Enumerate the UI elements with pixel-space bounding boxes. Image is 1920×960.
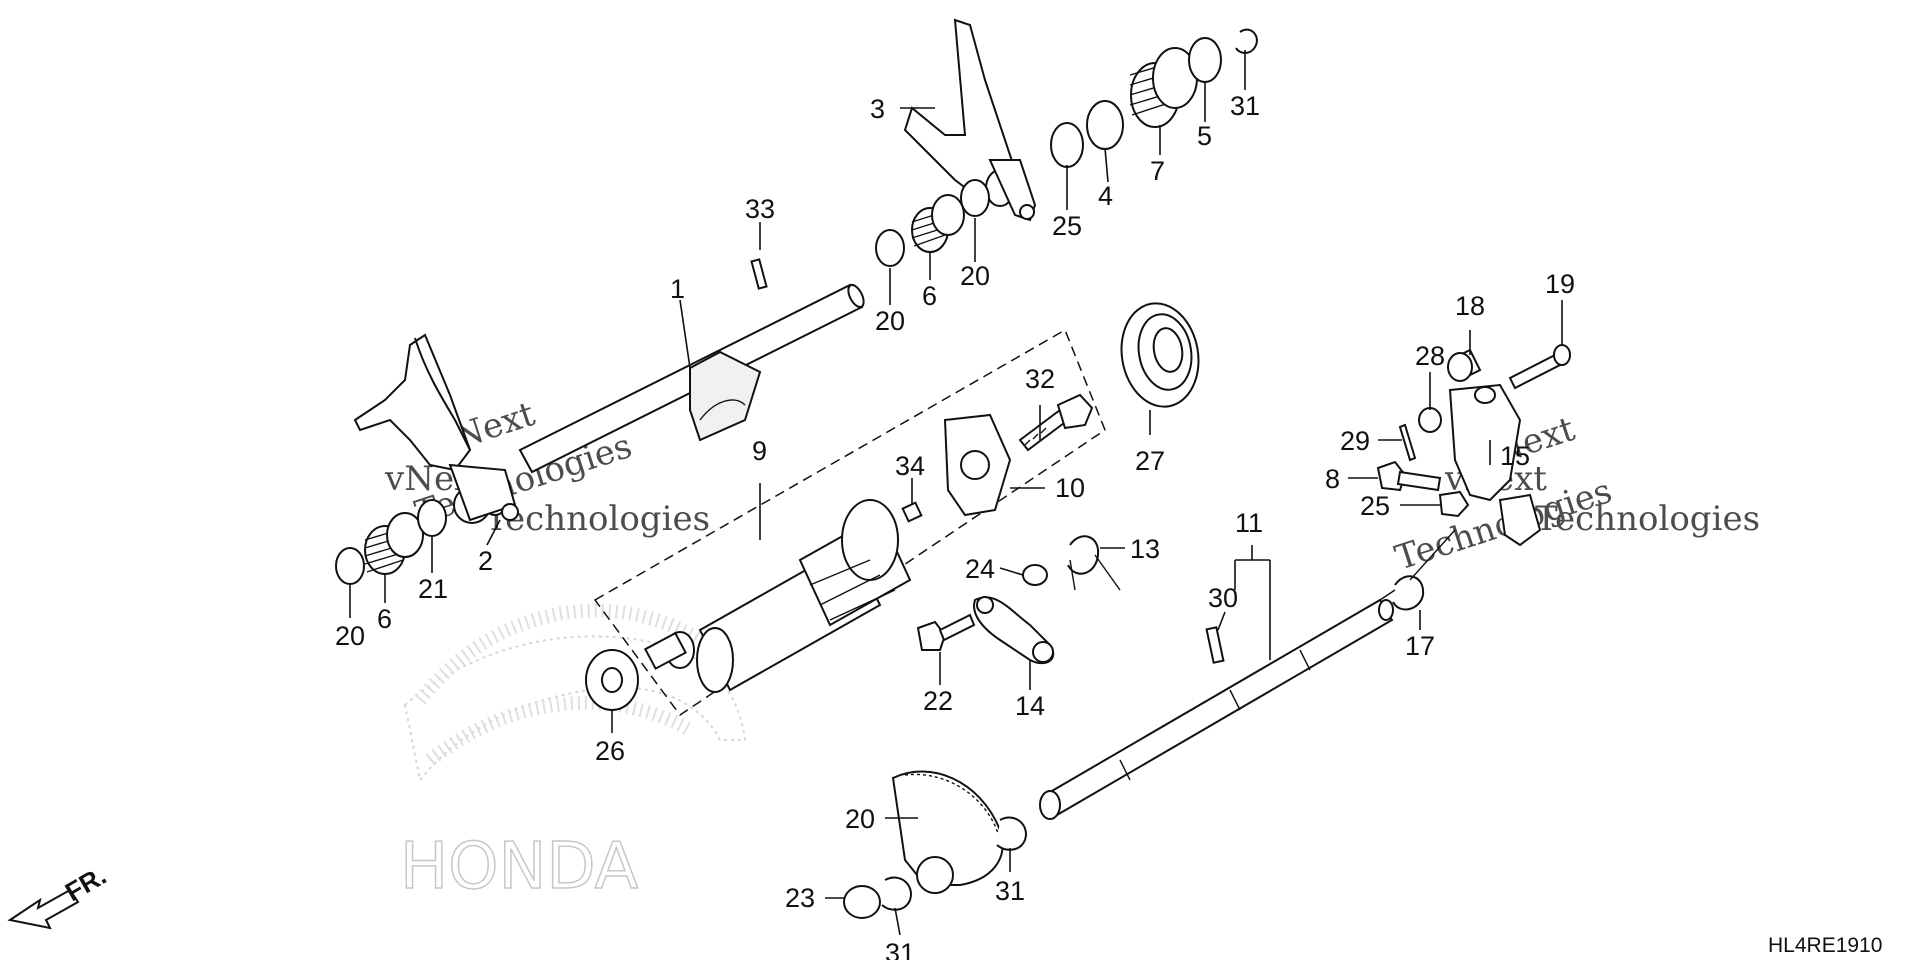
diagram-code: HL4RE1910 [1768,934,1882,957]
cotter-pin-29 [1398,423,1417,462]
callout-10: 10 [1055,473,1085,503]
collar-17 [1447,348,1482,382]
callout-2: 2 [478,546,493,576]
shift-drum [643,499,912,693]
dowel-pin-34 [901,501,923,523]
stopper-arm [973,596,1055,665]
bolt-22 [916,613,976,651]
callout-33: 33 [745,194,775,224]
callout-26: 26 [595,736,625,766]
honda-brand-watermark: HONDA [400,830,639,904]
washer-26 [585,649,639,711]
coil-spring-7 [1129,47,1198,128]
callout-5: 5 [1197,121,1212,151]
callout-8: 8 [1325,464,1340,494]
bolt-8 [1376,460,1442,492]
callout-20-upper-a: 20 [875,306,905,336]
callout-1: 1 [670,274,685,304]
callout-30: 30 [1208,583,1238,613]
svg-text:Technologies: Technologies [485,499,710,539]
callout-19: 20 [845,804,875,834]
washer-20-upper-b [960,179,990,217]
front-direction-arrow: FR. [7,860,111,930]
gearshift-spindle [1039,598,1394,820]
shift-arm-holder [1448,383,1542,547]
shift-fork-shaft [518,283,865,474]
callout-20-left-a: 20 [335,621,365,651]
callout-labels: 33 1 2 3 4 5 31 7 25 20 20 6 20 6 21 9 1… [335,91,1575,960]
callout-3: 3 [870,94,885,124]
circlip-31-top [1235,28,1258,54]
callout-22: 22 [923,686,953,716]
callout-4: 4 [1098,181,1113,211]
callout-15: 17 [1405,631,1435,661]
callout-12: 13 [1130,534,1160,564]
coil-spring-upper [911,194,965,253]
callout-29: 29 [1340,426,1370,456]
spring-pin-30 [1205,626,1225,664]
washer-20-left-a [335,547,365,585]
callout-18: 19 [1545,269,1575,299]
callout-14: 15 [1500,441,1530,471]
callout-27: 27 [1135,446,1165,476]
return-spring-15 [1379,529,1456,611]
callout-32: 32 [1025,364,1055,394]
bolt-18 [1508,344,1571,390]
return-spring-12 [1067,535,1121,591]
drum-center-plate [943,413,1012,517]
callout-25: 25 [1360,491,1390,521]
callout-28: 28 [1415,341,1445,371]
callout-9: 9 [752,436,767,466]
callout-11: 11 [1235,508,1263,538]
callout-34: 34 [895,451,925,481]
callout-6-upper: 6 [922,281,937,311]
callout-21: 25 [1052,211,1082,241]
shift-fork-right [903,18,1037,222]
callout-13: 14 [1015,691,1045,721]
nut-25 [1438,490,1470,518]
callout-24: 24 [965,554,995,584]
shift-drum-assembly-box [593,328,1106,717]
callout-31-top: 31 [1230,91,1260,121]
ball-bearing [1120,302,1200,408]
washer-23 [843,885,881,919]
callout-31-bottom: 31 [885,938,915,960]
spring-pin [750,258,768,290]
shift-fork-left [353,333,519,524]
svg-text:Technologies: Technologies [1535,499,1760,539]
callout-20-upper-b: 20 [960,261,990,291]
coil-spring-left [364,512,424,575]
honda-wing-logo-watermark: HONDA [399,603,747,905]
callout-20-left-b: 21 [418,574,448,604]
circlip-31-bottom [881,876,912,911]
bolt-32 [1018,393,1094,452]
washer-21 [1050,122,1084,168]
callout-23: 23 [785,883,815,913]
callout-31-spindle: 31 [995,876,1025,906]
washer-5 [1188,37,1222,83]
washer-20-left-b [417,499,447,537]
callout-7: 7 [1150,156,1165,186]
leader-lines [349,50,1563,936]
washer-28 [1418,407,1442,433]
collar-4 [1086,100,1124,150]
callout-6-left: 6 [377,604,392,634]
washer-24 [1022,564,1048,586]
gearshift-arm-gear [891,770,1004,894]
washer-20-upper-a [875,229,905,267]
callout-17: 18 [1455,291,1485,321]
circlip-31-spindle [996,816,1027,851]
